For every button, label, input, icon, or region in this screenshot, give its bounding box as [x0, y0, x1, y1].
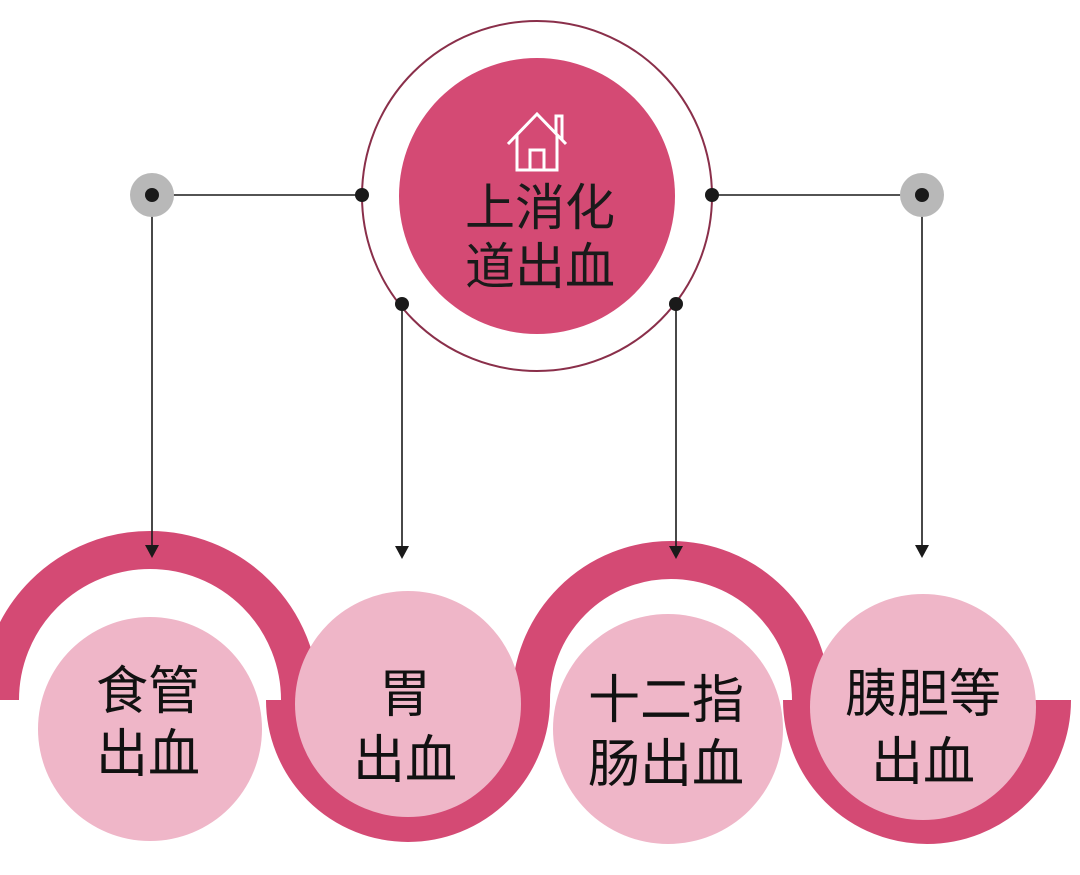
ring-dot-right — [705, 188, 719, 202]
center-node: 上消化 道出血 — [361, 20, 713, 372]
node-esophagus-line2: 出血 — [96, 725, 200, 785]
ring-dot-lower-left — [395, 297, 409, 311]
arrowhead-stomach — [395, 546, 409, 559]
node-duodenum: 十二指 肠出血 — [553, 614, 783, 844]
node-stomach-line2: 出血 — [353, 731, 457, 791]
node-pancreas-biliary-circle — [810, 594, 1036, 820]
node-esophagus-line1: 食管 — [96, 662, 200, 722]
ring-dot-left — [355, 188, 369, 202]
category-nodes: 食管 出血 胃 出血 十二指 肠出血 胰胆等 出血 — [38, 591, 1036, 844]
node-stomach-line1: 胃 — [379, 665, 431, 725]
arrowhead-duodenum — [669, 546, 683, 559]
node-duodenum-line1: 十二指 — [588, 671, 744, 731]
house-icon — [506, 111, 568, 172]
node-duodenum-line2: 肠出血 — [588, 735, 744, 795]
wave-band-mid-left — [266, 699, 550, 842]
wave-band-right — [783, 699, 1071, 844]
arrowheads — [145, 545, 929, 559]
node-duodenum-circle — [553, 614, 783, 844]
arrowhead-esophagus — [145, 545, 159, 558]
endpoint-dot-left — [145, 188, 159, 202]
center-disc — [399, 58, 675, 334]
connectors — [151, 194, 923, 548]
node-esophagus: 食管 出血 — [38, 617, 262, 841]
endpoints — [130, 173, 944, 311]
node-stomach: 胃 出血 — [295, 591, 521, 817]
node-stomach-circle — [295, 591, 521, 817]
arrowhead-pancreas-biliary — [915, 545, 929, 558]
node-pancreas-biliary-line2: 出血 — [871, 733, 975, 793]
node-pancreas-biliary: 胰胆等 出血 — [810, 594, 1036, 820]
center-label-line2: 道出血 — [465, 238, 615, 296]
node-pancreas-biliary-line1: 胰胆等 — [845, 665, 1001, 725]
node-esophagus-circle — [38, 617, 262, 841]
wave-band-mid-right — [512, 541, 830, 701]
endpoint-dot-right — [915, 188, 929, 202]
center-label-line1: 上消化 — [465, 179, 615, 237]
ring-dot-lower-right — [669, 297, 683, 311]
